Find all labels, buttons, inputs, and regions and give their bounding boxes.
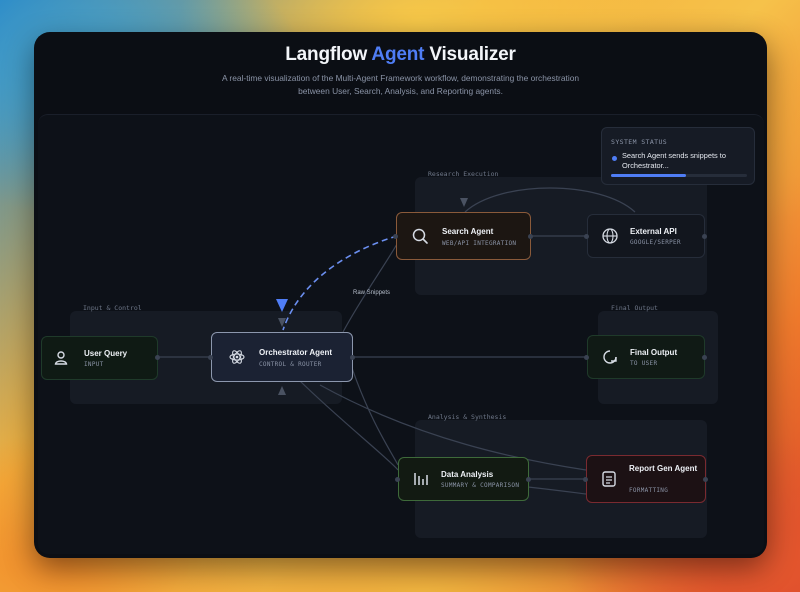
port[interactable]: [155, 355, 160, 360]
port[interactable]: [583, 477, 588, 482]
user-icon: [54, 351, 68, 365]
port[interactable]: [702, 355, 707, 360]
status-title: SYSTEM STATUS: [611, 138, 668, 146]
port[interactable]: [584, 234, 589, 239]
port[interactable]: [703, 477, 708, 482]
status-progress-bar: [611, 174, 747, 177]
status-message: Search Agent sends snippets to Orchestra…: [622, 151, 726, 170]
node-label: Final Output: [630, 348, 678, 357]
port[interactable]: [350, 355, 355, 360]
node-sublabel: FORMATTING: [629, 487, 669, 494]
node-sublabel: INPUT: [84, 361, 104, 368]
globe-icon: [602, 228, 618, 244]
search-icon: [412, 228, 428, 244]
node-label: Data Analysis: [441, 470, 494, 479]
port[interactable]: [395, 477, 400, 482]
document-icon: [602, 471, 616, 487]
title-part-2: Visualizer: [429, 44, 516, 65]
group-label-final-output: Final Output: [611, 304, 658, 312]
node-label: Search Agent: [442, 227, 494, 236]
port[interactable]: [393, 234, 398, 239]
output-icon: [603, 350, 617, 364]
node-sublabel: TO USER: [630, 360, 658, 367]
group-label-research: Research Execution: [428, 170, 499, 178]
port[interactable]: [702, 234, 707, 239]
edge-label-raw-snippets: Raw Snippets: [353, 290, 391, 296]
node-sublabel: WEB/API INTEGRATION: [442, 240, 517, 247]
node-final-output[interactable]: Final Output TO USER: [587, 335, 705, 379]
node-label: Orchestrator Agent: [259, 348, 333, 357]
page-subtitle: A real-time visualization of the Multi-A…: [221, 73, 580, 96]
page-title: Langflow Agent Visualizer: [34, 44, 767, 66]
node-orchestrator[interactable]: Orchestrator Agent CONTROL & ROUTER: [211, 332, 353, 382]
node-external-api[interactable]: External API GOOGLE/SERPER: [587, 214, 705, 258]
atom-icon: [229, 350, 245, 364]
node-user-query[interactable]: User Query INPUT: [41, 336, 158, 380]
title-part-1: Langflow: [285, 44, 368, 65]
bar-chart-icon: [414, 473, 428, 485]
group-label-input-control: Input & Control: [83, 304, 142, 312]
node-label: User Query: [84, 349, 128, 358]
status-indicator-dot: [612, 156, 617, 161]
port[interactable]: [208, 355, 213, 360]
system-status-panel: SYSTEM STATUS Search Agent sends snippet…: [601, 127, 755, 185]
group-label-analysis: Analysis & Synthesis: [428, 413, 507, 421]
node-label: External API: [630, 227, 677, 236]
node-search-agent[interactable]: Search Agent WEB/API INTEGRATION: [396, 212, 531, 260]
port[interactable]: [526, 477, 531, 482]
port[interactable]: [528, 234, 533, 239]
node-sublabel: GOOGLE/SERPER: [630, 239, 681, 246]
title-accent: Agent: [371, 44, 425, 65]
node-sublabel: CONTROL & ROUTER: [259, 361, 322, 368]
node-data-analysis[interactable]: Data Analysis SUMMARY & COMPARISON: [398, 457, 529, 501]
port[interactable]: [584, 355, 589, 360]
node-label: Report Gen Agent: [629, 464, 698, 473]
status-progress-fill: [611, 174, 686, 177]
node-sublabel: SUMMARY & COMPARISON: [441, 482, 520, 489]
header: Langflow Agent Visualizer A real-time vi…: [34, 32, 767, 112]
node-report-gen[interactable]: Report Gen Agent FORMATTING: [586, 455, 706, 503]
